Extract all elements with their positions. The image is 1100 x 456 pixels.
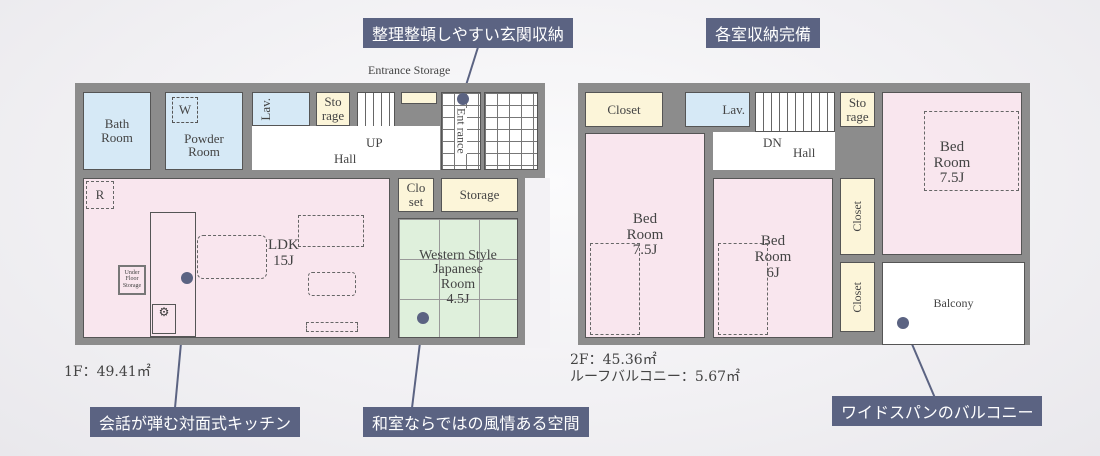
callout-entrance-storage: 整理整頓しやすい玄関収納 xyxy=(363,18,573,48)
bed-left-size: 7.5J xyxy=(632,242,658,259)
japanese-room-label: Western Style Japanese Room xyxy=(419,247,497,292)
dn-label: DN xyxy=(763,135,782,150)
storage-small-label: Sto rage xyxy=(321,94,345,123)
up-label: UP xyxy=(366,135,383,150)
bed-right-size: 7.5J xyxy=(939,170,965,187)
bed-right-label: Bed Room xyxy=(933,138,971,171)
bath-room: Bath Room xyxy=(83,92,151,170)
japanese-room-size: 4.5J xyxy=(446,291,470,307)
closet-b-label: Closet xyxy=(850,281,865,313)
refrigerator-label: R xyxy=(86,181,114,209)
bed-left-label: Bed Room xyxy=(626,210,664,243)
closet-a-label: Closet xyxy=(850,201,865,232)
hall-2f xyxy=(713,132,835,170)
bed-mid-label: Bed Room xyxy=(754,233,792,266)
callout-dot-balcony xyxy=(897,317,909,329)
floor1-area: 1F：49.41㎡ xyxy=(64,364,151,380)
storage-1f: Storage xyxy=(441,178,518,212)
dining-table xyxy=(197,235,267,279)
closet-1f: Clo set xyxy=(398,178,434,212)
bed-left-bed xyxy=(590,243,640,335)
coffee-table xyxy=(308,272,356,296)
callout-dot-japanese xyxy=(417,312,429,324)
ldk-name: LDK xyxy=(268,237,299,253)
bath-room-label: Bath Room xyxy=(101,116,133,145)
porch xyxy=(484,92,538,170)
entrance: Ent rance xyxy=(441,92,481,170)
stove-icon: ⚙ xyxy=(152,304,176,334)
ldk-size: 15J xyxy=(272,252,294,269)
callout-dot-entrance xyxy=(457,93,469,105)
powder-room: Powder Room xyxy=(165,92,243,170)
callout-kitchen: 会話が弾む対面式キッチン xyxy=(90,407,301,437)
closet-1f-label: Clo set xyxy=(406,180,426,209)
lav-label: Lav. xyxy=(258,97,273,121)
floor2-area-text: 2F：45.36㎡ xyxy=(570,352,657,368)
entrance-label: Ent rance xyxy=(454,108,469,154)
bed-mid-size: 6J xyxy=(766,264,780,281)
bed-mid-bed xyxy=(718,243,768,335)
storage-2f-label: Sto rage xyxy=(846,94,869,124)
balcony: Balcony xyxy=(882,262,1025,345)
closet-top: Closet xyxy=(585,92,663,127)
callout-room-storage: 各室収納完備 xyxy=(706,18,821,48)
callout-dot-kitchen xyxy=(181,272,193,284)
closet-b: Closet xyxy=(840,262,875,332)
roof-balcony-area: ルーフバルコニー：5.67㎡ xyxy=(570,368,741,385)
powder-room-label: Powder Room xyxy=(184,130,224,160)
storage-2f: Sto rage xyxy=(840,92,875,127)
hall-label: Hall xyxy=(334,151,357,166)
under-floor-storage-label: Under Floor Storage xyxy=(118,265,146,295)
bed-right-bed xyxy=(924,111,1019,191)
closet-top-label: Closet xyxy=(607,101,641,117)
storage-1f-label: Storage xyxy=(459,187,500,203)
callout-balcony: ワイドスパンのバルコニー xyxy=(832,396,1043,426)
sofa xyxy=(298,215,364,247)
storage-small: Sto rage xyxy=(316,92,350,126)
entrance-storage xyxy=(401,92,437,104)
ldk xyxy=(83,178,390,338)
entrance-storage-label: Entrance Storage xyxy=(368,63,451,77)
stairs-down xyxy=(755,92,835,132)
lavatory-2f: Lav. xyxy=(685,92,750,127)
lav-2f-label: Lav. xyxy=(722,101,745,117)
lavatory: Lav. xyxy=(252,92,310,126)
callout-japanese-room: 和室ならではの風情ある空間 xyxy=(363,407,589,437)
closet-a: Closet xyxy=(840,178,875,255)
hall xyxy=(252,126,440,170)
washer-label: W xyxy=(172,97,198,123)
balcony-label: Balcony xyxy=(933,296,974,311)
hall-2f-label: Hall xyxy=(793,145,816,160)
tv-stand xyxy=(306,322,358,332)
